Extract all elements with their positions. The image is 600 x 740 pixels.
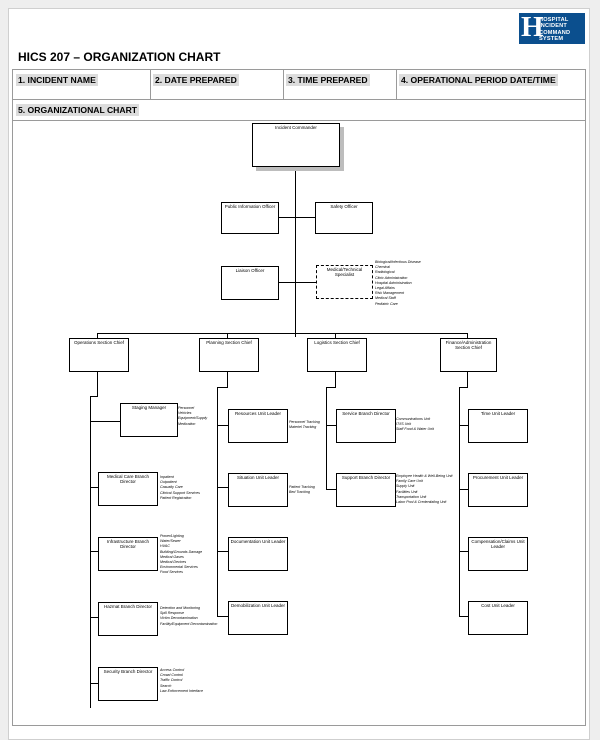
incident-name-field[interactable]: 1. INCIDENT NAME [13,70,151,99]
operational-period-field[interactable]: 4. OPERATIONAL PERIOD DATE/TIME [399,74,558,86]
infrastructure-branch-director-box[interactable]: Infrastructure Branch Director [98,537,158,571]
connector-line [97,333,468,334]
connector-line [467,371,468,387]
public-information-officer-box[interactable]: Public Information Officer [221,202,279,234]
liaison-officer-box[interactable]: Liaison Officer [221,266,279,300]
medical-care-branch-director-box[interactable]: Medical Care Branch Director [98,472,158,506]
security-branch-director-box[interactable]: Security Branch Director [98,667,158,701]
connector-line [90,683,98,684]
situation-unit-leader-box[interactable]: Situation Unit Leader [228,473,288,507]
support-branch-director-box[interactable]: Support Branch Director [336,473,396,507]
compensation-claims-unit-leader-box[interactable]: Compensation/Claims Unit Leader [468,537,528,571]
time-prepared-field[interactable]: 3. TIME PREPARED [283,70,397,99]
connector-line [90,421,120,422]
connector-line [217,551,228,552]
connector-line [467,333,468,338]
connector-line [326,387,327,490]
documentation-unit-leader-box[interactable]: Documentation Unit Leader [228,537,288,571]
demobilization-unit-leader-box[interactable]: Demobilization Unit Leader [228,601,288,635]
hics-logo: H HOSPITAL INCIDENT COMMAND SYSTEM [519,11,585,44]
connector-line [217,616,228,617]
date-prepared-field[interactable]: 2. DATE PREPARED [150,70,284,99]
safety-officer-box[interactable]: Safety Officer [315,202,373,234]
connector-line [90,487,98,488]
connector-line [97,371,98,396]
procurement-unit-leader-box[interactable]: Procurement Unit Leader [468,473,528,507]
connector-line [97,333,98,338]
connector-line [459,616,468,617]
connector-line [459,425,468,426]
form-table: 1. INCIDENT NAME 2. DATE PREPARED 3. TIM… [12,69,586,726]
connector-line [278,282,318,283]
connector-line [459,551,468,552]
connector-line [90,396,98,397]
operations-section-chief-box[interactable]: Operations Section Chief [69,338,129,372]
connector-line [90,551,98,552]
connector-line [326,425,336,426]
connector-line [335,371,336,387]
incident-commander-box[interactable]: Incident Commander [252,123,340,167]
connector-line [217,387,218,616]
form-title: HICS 207 – ORGANIZATION CHART [18,50,221,64]
section-5-header: 5. ORGANIZATIONAL CHART [13,100,585,121]
connector-line [227,371,228,387]
connector-line [263,217,328,218]
cost-unit-leader-box[interactable]: Cost Unit Leader [468,601,528,635]
staging-manager-box[interactable]: Staging Manager [120,403,178,437]
service-branch-director-box[interactable]: Service Branch Director [336,409,396,443]
finance-admin-section-chief-box[interactable]: Finance/Administration Section Chief [440,338,497,372]
logistics-section-chief-box[interactable]: Logistics Section Chief [307,338,367,372]
time-unit-leader-box[interactable]: Time Unit Leader [468,409,528,443]
planning-section-chief-box[interactable]: Planning Section Chief [199,338,259,372]
resources-unit-leader-box[interactable]: Resources Unit Leader [228,409,288,443]
medical-technical-specialist-box[interactable]: Medical/Technical Specialist [316,265,373,299]
logo-letter: H [521,11,544,43]
connector-line [217,425,228,426]
logo-wordmark: HOSPITAL INCIDENT COMMAND SYSTEM [539,17,571,42]
hazmat-branch-director-box[interactable]: Hazmat Branch Director [98,602,158,636]
header-row: 1. INCIDENT NAME 2. DATE PREPARED 3. TIM… [13,70,585,100]
connector-line [217,487,228,488]
connector-line [459,387,460,616]
connector-line [326,489,336,490]
connector-line [227,333,228,338]
connector-line [459,387,468,388]
connector-line [335,333,336,338]
connector-line [217,387,228,388]
connector-line [459,489,468,490]
connector-line [90,617,98,618]
connector-line [326,387,336,388]
connector-line [90,396,91,708]
connector-line [295,167,296,337]
